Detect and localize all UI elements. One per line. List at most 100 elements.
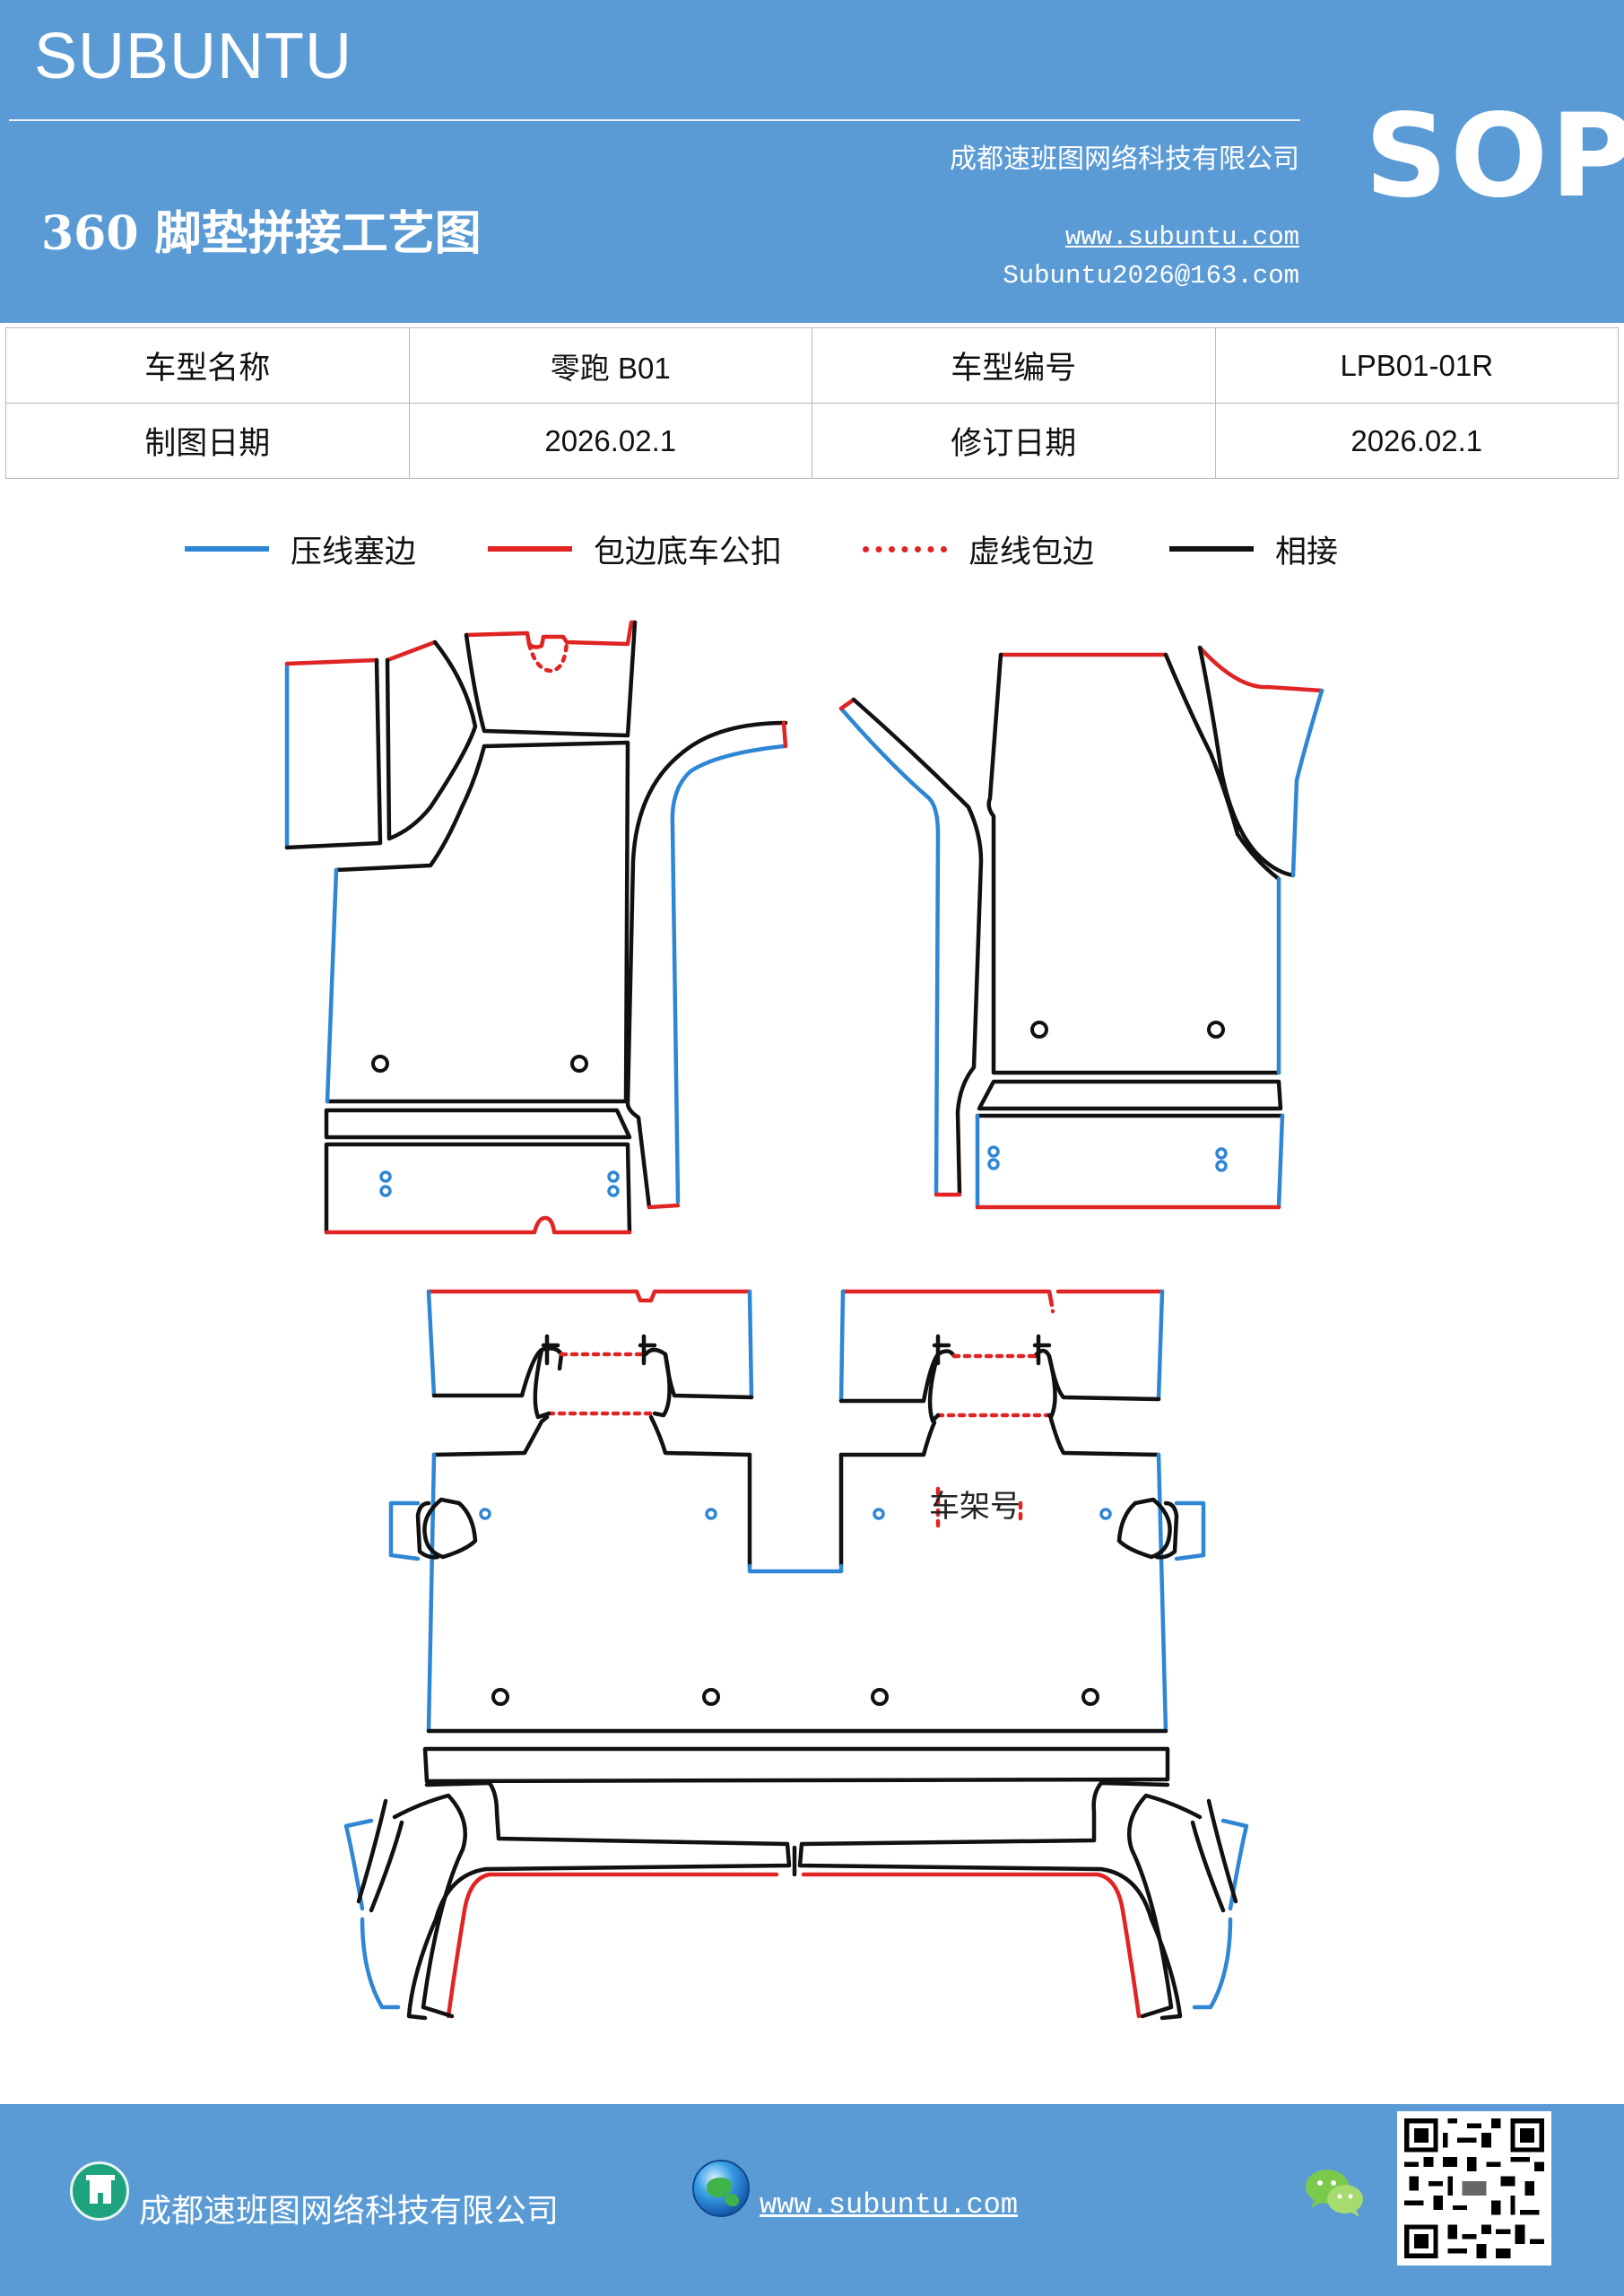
header-website-link[interactable]: www.subuntu.com [1064,222,1299,252]
mat-edge-blue [426,1289,437,1398]
legend-swatch-red-dotted [863,545,947,552]
legend-label: 包边底车公扣 [594,534,783,570]
mat-edge-red [840,1289,1165,1303]
legend-item-press-line: 压线塞边 [185,522,416,576]
mat-edge-red [385,639,438,663]
legend-label: 相接 [1275,534,1339,570]
mat-edge-dashed [1048,1298,1055,1314]
fixing-dot [607,1170,620,1183]
fixing-dot [1215,1147,1228,1160]
footer-website-link[interactable]: www.subuntu.com [760,2188,1019,2222]
mat-edge-dashed [935,1486,1023,1533]
header-email: Subuntu2026@163.com [1003,261,1299,291]
mount-hole [702,1688,720,1706]
header-divider [9,119,1300,121]
mat-edge-joint [533,1347,672,1420]
mat-edge-joint [392,1793,467,2019]
table-row: 制图日期 2026.02.1 修订日期 2026.02.1 [5,403,1619,479]
mat-edge-joint [385,639,478,841]
mat-edge-joint [1154,1500,1179,1560]
mat-edge-dashed [546,1352,657,1416]
mat-edge-blue [838,1289,846,1404]
mat-edge-joint [284,657,383,850]
mat-edge-joint [1197,645,1296,878]
drawing-date-label: 制图日期 [5,403,410,479]
qr-code[interactable] [1397,2111,1551,2266]
mat-edge-red [647,1203,681,1210]
fixing-dot [1215,1160,1228,1172]
legend-label: 虚线包边 [968,534,1095,570]
fixing-dot [379,1185,392,1197]
legend-item-joint: 相接 [1169,522,1338,576]
sop-badge: SOP [1365,90,1624,223]
mat-edge-joint [369,1820,404,1913]
mat-edge-joint [851,697,984,1196]
mat-edge-blue [1156,1452,1168,1734]
mat-edge-red [324,1215,632,1235]
mat-edge-dashed [935,1353,1052,1418]
mat-edge-blue [670,744,786,1205]
mat-edge-red [781,720,788,749]
mat-edge-joint [1206,1798,1238,1904]
footer-company-name: 成都速班图网络科技有限公司 [139,2193,560,2230]
mat-edge-red [426,1289,752,1303]
mat-edge-blue [1290,688,1324,878]
mat-edge-blue [747,1289,754,1400]
model-name-label: 车型名称 [5,327,410,404]
fixing-dot [379,1170,392,1183]
brand-logo-text: SUBUNTU [34,21,353,92]
fixing-dot [705,1508,717,1520]
mat-edge-red [1197,645,1324,693]
mat-clip-mark [541,1334,657,1366]
mat-edge-joint [415,1500,440,1560]
mat-edge-joint [625,720,788,1210]
mat-edge-joint [1190,1820,1226,1913]
left-front-mat-group [284,620,788,1235]
globe-icon [692,2160,750,2217]
building-icon [70,2161,129,2221]
legend-swatch-blue [185,546,269,552]
mat-edge-red [838,697,856,711]
mat-edge-joint [1127,1793,1203,2019]
header-banner [0,0,1624,323]
mat-edge-blue [1156,1289,1165,1402]
mount-hole [491,1688,509,1706]
mat-edge-joint [324,1142,632,1235]
right-front-mat-group [838,645,1324,1210]
revision-date-value: 2026.02.1 [1214,403,1619,479]
mat-edge-joint [747,1452,844,1569]
wechat-icon[interactable] [1304,2165,1365,2219]
mat-edge-joint [986,652,1281,1075]
mat-tab-joint [1116,1497,1172,1560]
mat-edge-blue [1276,1113,1285,1210]
mat-strip-joint [422,1746,1170,1784]
mat-edge-red [464,620,638,649]
mount-hole [1081,1688,1099,1706]
legend-swatch-red [488,546,572,552]
mat-edge-joint [334,744,487,873]
mat-edge-joint [464,620,638,738]
mat-edge-joint [838,1348,1161,1404]
model-code-label: 车型编号 [812,327,1216,404]
mat-edge-joint [406,1780,792,2021]
mat-edge-joint [927,1352,1057,1423]
mat-clip-mark [932,1334,1052,1366]
qr-code-pattern [1404,2118,1544,2258]
mat-edge-blue [426,1452,437,1734]
mat-strip-joint [977,1079,1283,1111]
fixing-dot [987,1145,1000,1158]
mat-edge-blue [1192,1917,1233,2010]
fixing-dot [479,1508,491,1520]
fixing-dot [873,1508,885,1520]
mat-edge-blue [388,1500,421,1561]
drawing-date-value: 2026.02.1 [408,403,812,479]
table-row: 车型名称 零跑 B01 车型编号 LPB01-01R [5,327,1619,404]
legend-item-edge-clip: 包边底车公扣 [488,522,782,576]
mount-hole [871,1688,889,1706]
mount-hole [1207,1021,1225,1039]
model-code-value: LPB01-01R [1214,327,1619,404]
rear-mat-group [343,1289,1249,2021]
mat-edge-red [801,1872,1142,2019]
fixing-dot [987,1158,1000,1170]
mat-edge-joint [797,1780,1183,2021]
